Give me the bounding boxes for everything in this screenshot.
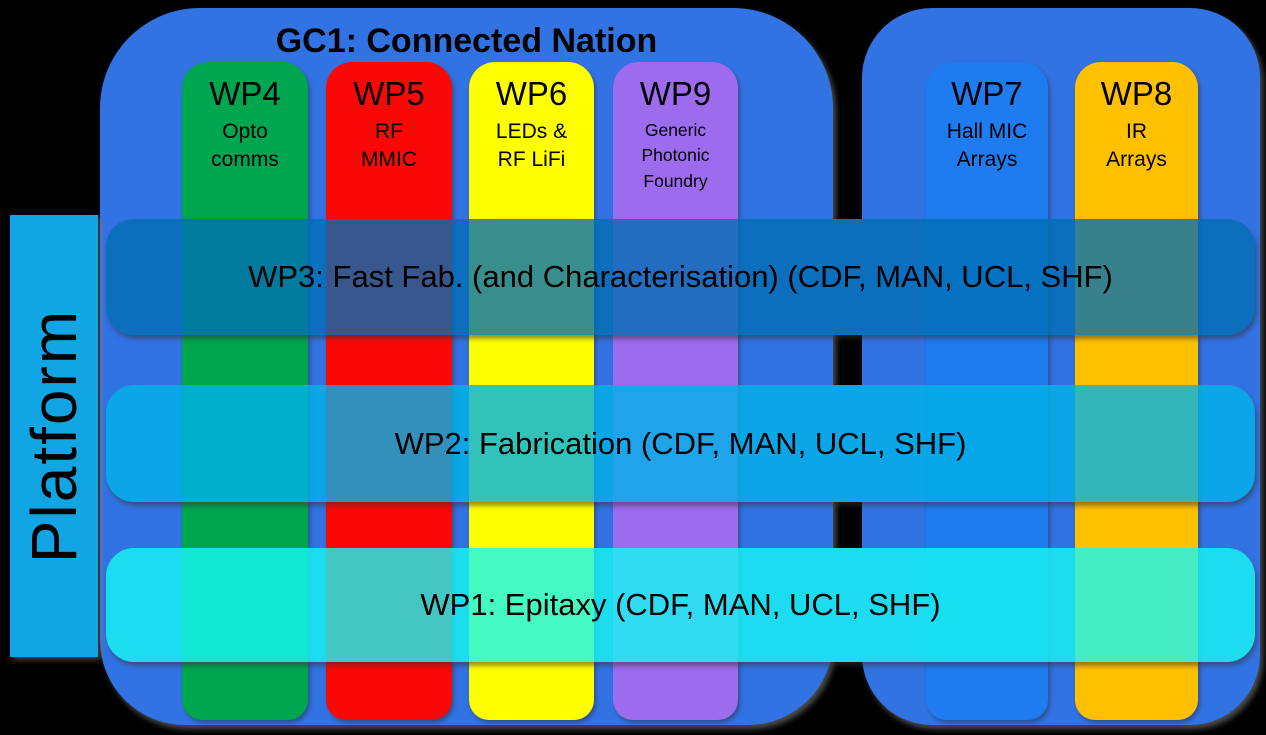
- platform-band: Platform: [10, 215, 98, 657]
- column-wp6-title: WP6: [495, 75, 568, 112]
- gc1-title: GC1: Connected Nation: [275, 22, 658, 60]
- column-wp7-subtitle: Hall MIC Arrays: [946, 119, 1028, 172]
- bar-wp1: WP1: Epitaxy (CDF, MAN, UCL, SHF): [106, 548, 1255, 662]
- column-wp8-title: WP8: [1100, 75, 1173, 112]
- column-wp5-title: WP5: [353, 75, 425, 112]
- column-wp7-title: WP7: [951, 75, 1023, 112]
- column-wp4-subtitle: Opto comms: [211, 119, 279, 172]
- column-wp4-title: WP4: [209, 75, 281, 112]
- column-wp9-subtitle: Generic Photonic Foundry: [641, 119, 710, 191]
- bar-wp2: WP2: Fabrication (CDF, MAN, UCL, SHF): [106, 385, 1255, 502]
- column-wp8-subtitle: IR Arrays: [1106, 119, 1167, 172]
- platform-label: Platform: [18, 308, 90, 564]
- column-wp5-subtitle: RF MMIC: [361, 119, 417, 172]
- bar-wp3-label: WP3: Fast Fab. (and Characterisation) (C…: [248, 259, 1113, 294]
- bar-wp1-label: WP1: Epitaxy (CDF, MAN, UCL, SHF): [420, 587, 941, 622]
- bar-wp3: WP3: Fast Fab. (and Characterisation) (C…: [106, 219, 1255, 335]
- column-wp9-title: WP9: [639, 75, 712, 112]
- column-wp6-subtitle: LEDs & RF LiFi: [495, 119, 568, 172]
- bar-wp2-label: WP2: Fabrication (CDF, MAN, UCL, SHF): [394, 425, 967, 461]
